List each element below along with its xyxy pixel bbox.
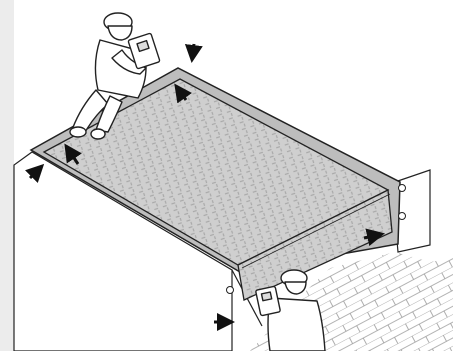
bolt [227,287,234,294]
welder-panel [261,292,271,301]
worker-boot [70,127,86,137]
worker-boot [91,129,105,139]
bolt [399,185,406,192]
bolt [399,213,406,220]
left-panel [0,0,14,351]
arrow-icon [192,44,194,60]
